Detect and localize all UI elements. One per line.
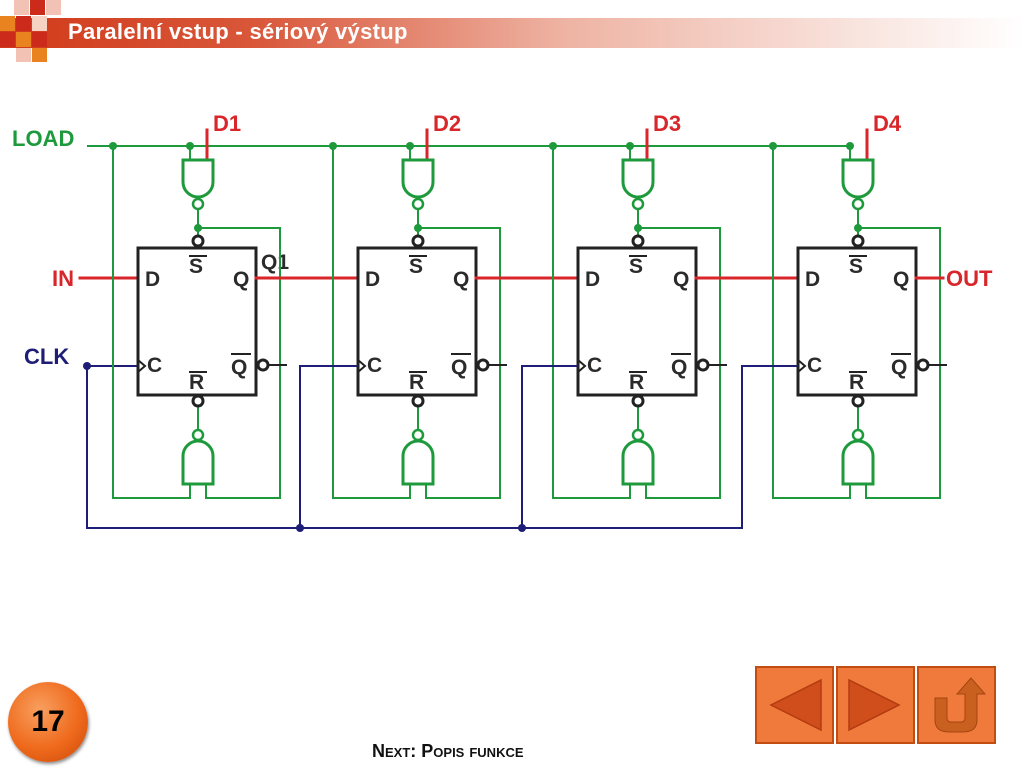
flipflop-body: [576, 246, 698, 397]
load-wire: [112, 146, 191, 499]
clock-marker: [137, 359, 147, 373]
clk-wire: [741, 365, 798, 528]
clock-marker: [357, 359, 367, 373]
pin-c-label: C: [587, 354, 602, 377]
pin-qbar-label: Q: [231, 356, 247, 379]
return-button[interactable]: [917, 666, 996, 744]
flipflop-body: [136, 246, 258, 397]
top-nand-gate: [181, 158, 215, 199]
clock-marker: [577, 359, 587, 373]
page-number: 17: [31, 705, 65, 738]
nand-bubble: [631, 428, 645, 442]
pin-r-label: R: [189, 371, 204, 394]
load-wire: [332, 146, 411, 499]
bottom-nand-gate: [841, 439, 875, 486]
pin-qbar-label: Q: [671, 356, 687, 379]
reset-bubble: [191, 394, 205, 408]
u-turn-arrow-icon: [934, 677, 987, 733]
feedback-wire: [638, 227, 721, 499]
pin-q-label: Q: [673, 268, 689, 291]
pin-s-label: S: [189, 255, 203, 278]
pin-r-label: R: [849, 371, 864, 394]
qbar-bubble: [476, 358, 490, 372]
feedback-wire: [858, 227, 941, 499]
pin-c-label: C: [807, 354, 822, 377]
pin-q-label: Q: [893, 268, 909, 291]
in-label: IN: [52, 266, 74, 291]
set-bubble: [851, 234, 865, 248]
pin-d-label: D: [365, 268, 380, 291]
logo-icon: [0, 0, 62, 62]
nand-bubble: [631, 197, 645, 211]
data-input-label: D2: [433, 111, 461, 136]
header-bar: [0, 18, 1024, 48]
load-wire: [552, 146, 631, 499]
set-bubble: [631, 234, 645, 248]
nand-bubble: [191, 197, 205, 211]
nand-bubble: [411, 197, 425, 211]
pin-d-label: D: [585, 268, 600, 291]
data-input-label: D3: [653, 111, 681, 136]
out-label: OUT: [946, 266, 993, 291]
nand-bubble: [411, 428, 425, 442]
clk-wire: [299, 365, 358, 528]
load-wire: [772, 146, 851, 499]
pin-q-label: Q: [233, 268, 249, 291]
clk-label: CLK: [24, 344, 69, 369]
nand-bubble: [851, 197, 865, 211]
set-bubble: [411, 234, 425, 248]
triangle-left-icon: [769, 678, 822, 732]
load-label: LOAD: [12, 126, 74, 151]
pin-s-label: S: [409, 255, 423, 278]
qbar-bubble: [696, 358, 710, 372]
clock-marker: [797, 359, 807, 373]
next-slide-label: Next: Popis funkce: [372, 741, 524, 761]
nand-bubble: [191, 428, 205, 442]
reset-bubble: [631, 394, 645, 408]
top-nand-gate: [621, 158, 655, 199]
feedback-wire: [198, 227, 281, 499]
slide-title: Paralelní vstup - sériový výstup: [68, 19, 408, 44]
pin-qbar-label: Q: [451, 356, 467, 379]
shift-register-diagram: LOAD IN CLK OUT Q1 D1D Q C Q S R D2D Q C Q S R D3D Q C…: [12, 111, 993, 532]
feedback-wire: [418, 227, 501, 499]
page-number-badge: 17: [8, 682, 88, 762]
data-input-label: D4: [873, 111, 902, 136]
bottom-nand-gate: [401, 439, 435, 486]
pin-s-label: S: [629, 255, 643, 278]
pin-r-label: R: [409, 371, 424, 394]
pin-d-label: D: [805, 268, 820, 291]
top-nand-gate: [401, 158, 435, 199]
qbar-bubble: [256, 358, 270, 372]
nand-bubble: [851, 428, 865, 442]
clk-wire: [521, 365, 578, 528]
q1-label: Q1: [261, 251, 289, 274]
bottom-nand-gate: [181, 439, 215, 486]
previous-button[interactable]: [755, 666, 834, 744]
pin-r-label: R: [629, 371, 644, 394]
pin-c-label: C: [367, 354, 382, 377]
pin-c-label: C: [147, 354, 162, 377]
set-bubble: [191, 234, 205, 248]
pin-q-label: Q: [453, 268, 469, 291]
reset-bubble: [851, 394, 865, 408]
pin-s-label: S: [849, 255, 863, 278]
bottom-nand-gate: [621, 439, 655, 486]
pin-d-label: D: [145, 268, 160, 291]
flipflop-body: [356, 246, 478, 397]
pin-qbar-label: Q: [891, 356, 907, 379]
data-input-label: D1: [213, 111, 241, 136]
reset-bubble: [411, 394, 425, 408]
qbar-bubble: [916, 358, 930, 372]
top-nand-gate: [841, 158, 875, 199]
triangle-right-icon: [848, 678, 901, 732]
next-button[interactable]: [836, 666, 915, 744]
